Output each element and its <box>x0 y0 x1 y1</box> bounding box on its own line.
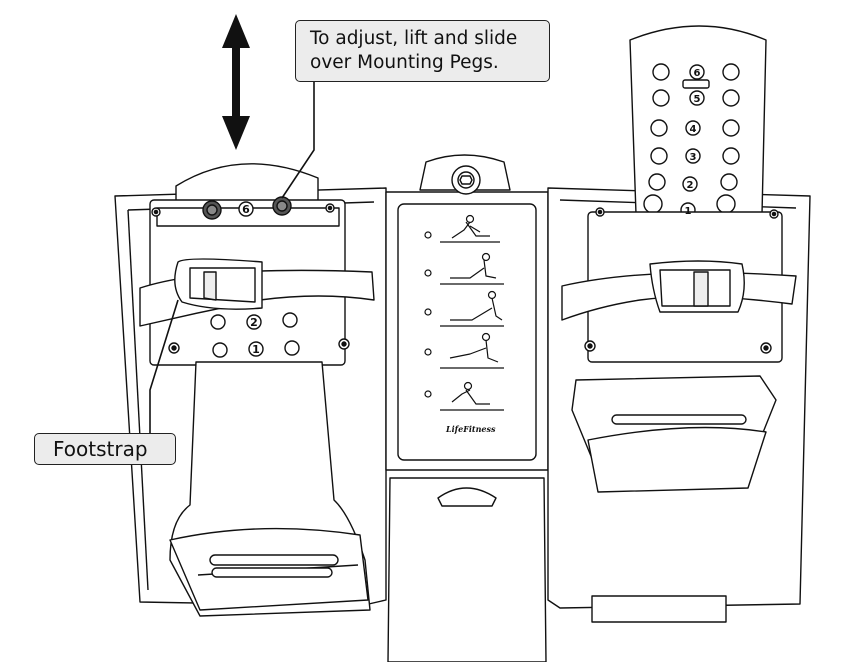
mounting-peg-right <box>272 196 292 216</box>
left-footstrap <box>139 258 375 327</box>
adjust-leader-line <box>281 82 315 199</box>
adjust-instruction-callout: To adjust, lift and slide over Mounting … <box>295 20 550 82</box>
adjust-instruction-line1: To adjust, lift and slide <box>310 28 518 49</box>
peg-number-1: 1 <box>252 343 260 356</box>
mounting-peg-left <box>202 200 222 220</box>
footstrap-leader-line <box>149 299 179 433</box>
peg-number-2: 2 <box>250 316 258 329</box>
heel-number-6: 6 <box>694 68 701 79</box>
left-footplate <box>114 163 387 617</box>
center-console: LifeFitness <box>385 154 549 662</box>
heel-number-4: 4 <box>690 124 697 135</box>
brand-logo: LifeFitness <box>445 424 496 434</box>
heel-number-3: 3 <box>690 152 697 163</box>
heel-adjust-plate <box>629 25 767 218</box>
right-footplate <box>547 25 811 623</box>
adjust-direction-arrow <box>222 14 250 150</box>
right-footstrap <box>561 260 797 321</box>
heel-number-2: 2 <box>687 180 694 191</box>
footstrap-label: Footstrap <box>53 437 148 461</box>
footstrap-callout: Footstrap <box>34 433 176 465</box>
peg-number-6: 6 <box>242 203 250 216</box>
rowing-step-icons <box>424 214 504 411</box>
heel-number-5: 5 <box>694 94 701 105</box>
adjust-instruction-line2: over Mounting Pegs. <box>310 52 499 73</box>
heel-number-1: 1 <box>685 206 692 217</box>
